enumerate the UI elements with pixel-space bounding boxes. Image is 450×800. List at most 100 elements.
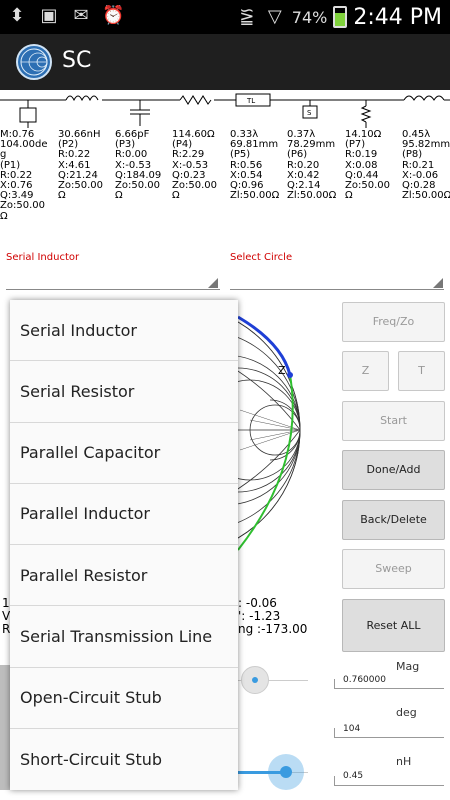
blue-trace	[237, 315, 292, 376]
deg-input-edge	[334, 728, 335, 738]
alarm-icon: ⏰	[102, 5, 125, 26]
param-line: Q:184.09	[115, 169, 162, 181]
deg-label: deg	[396, 706, 417, 719]
deg-input-underline	[334, 737, 444, 738]
dropdown-item-parallel-inductor[interactable]: Parallel Inductor	[10, 484, 238, 545]
dropdown-item-parallel-resistor[interactable]: Parallel Resistor	[10, 545, 238, 607]
capacitor-symbol	[130, 100, 150, 126]
param-line: X:0.42	[287, 169, 320, 181]
back-delete-button[interactable]: Back/Delete	[342, 500, 445, 540]
spinner-underline-2	[230, 289, 444, 290]
readout-left-3: R	[2, 622, 11, 636]
param-line: Zo:50.00	[58, 180, 103, 192]
upper-slider-track[interactable]	[238, 680, 308, 681]
lower-slider-fill	[238, 771, 287, 774]
param-line: (P6)	[287, 149, 308, 161]
circuit-strip: TL S	[0, 93, 450, 128]
start-button[interactable]: Start	[342, 401, 445, 441]
green-trace	[237, 374, 294, 551]
param-line: g	[0, 149, 7, 161]
sweep-button[interactable]: Sweep	[342, 549, 445, 589]
param-line: Q:0.44	[345, 169, 379, 181]
component-type-spinner-label[interactable]: Serial Inductor	[6, 252, 80, 263]
mag-input-edge	[334, 679, 335, 689]
param-line: 0.33λ	[230, 129, 259, 140]
tl-label: TL	[246, 97, 255, 105]
param-line: Zl:50.00Ω	[287, 190, 337, 202]
param-line: X:-0.53	[172, 159, 209, 171]
done-add-button[interactable]: Done/Add	[342, 450, 445, 490]
param-line: X:0.08	[345, 159, 378, 171]
param-line: R:0.21	[402, 159, 435, 171]
nh-input-edge	[334, 776, 335, 786]
mag-input[interactable]: 0.760000	[343, 675, 386, 685]
clock: 2:44 PM	[353, 4, 442, 30]
stub-symbol: S	[302, 100, 318, 119]
freq-zo-button[interactable]: Freq/Zo	[342, 302, 445, 342]
param-line: Q:21.24	[58, 169, 98, 181]
dropdown-item-serial-inductor[interactable]: Serial Inductor	[10, 300, 238, 362]
param-line: X:-0.53	[115, 159, 152, 171]
param-line: Ω	[172, 190, 180, 202]
system-icons: ⪠ ▽ 74% 2:44 PM	[236, 0, 442, 34]
inductor-symbol	[65, 95, 102, 104]
param-line: Ω	[345, 190, 353, 202]
param-line: 78.29mm	[287, 139, 336, 151]
param-line: 69.81mm	[230, 139, 279, 151]
param-line: (P7)	[345, 139, 366, 151]
param-line: 114.60Ω	[172, 129, 215, 140]
param-line: X:0.54	[230, 169, 263, 181]
param-line: X:-0.06	[402, 169, 439, 181]
param-line: R:2.29	[172, 149, 205, 161]
param-line: Zo:50.00	[172, 180, 217, 192]
reset-all-button[interactable]: Reset ALL	[342, 599, 445, 652]
stub-label: S	[307, 109, 312, 117]
transmission-line-symbol: TL	[235, 93, 271, 107]
t-button[interactable]: T	[398, 351, 445, 391]
param-line: (P3)	[115, 139, 136, 151]
param-line: X:0.76	[0, 180, 33, 192]
spinner-arrow-icon-2[interactable]	[433, 278, 443, 288]
param-line: R:0.22	[58, 149, 91, 161]
battery-percent: 74%	[291, 7, 328, 27]
smith-chart-app-icon[interactable]	[16, 44, 52, 80]
param-line: R:0.19	[345, 149, 378, 161]
dropdown-item-open-circuit-stub[interactable]: Open-Circuit Stub	[10, 668, 238, 729]
param-line: 14.10Ω	[345, 129, 382, 140]
dropdown-item-serial-transmission-line[interactable]: Serial Transmission Line	[10, 606, 238, 668]
param-line: (P2)	[58, 139, 79, 151]
spinner-arrow-icon[interactable]	[208, 278, 218, 288]
param-line: Ω	[58, 190, 66, 202]
deg-input[interactable]: 104	[343, 724, 361, 734]
dropdown-item-parallel-capacitor[interactable]: Parallel Capacitor	[10, 423, 238, 484]
impedance-marker[interactable]	[287, 372, 293, 378]
mag-input-underline	[334, 688, 444, 689]
param-line: 0.37λ	[287, 129, 316, 140]
param-line: Zo:50.00	[345, 180, 390, 192]
param-line: M:0.76	[0, 129, 35, 140]
dropdown-item-short-circuit-stub[interactable]: Short-Circuit Stub	[20, 749, 163, 769]
lower-slider-thumb[interactable]	[268, 754, 305, 790]
upper-slider-thumb[interactable]	[240, 666, 269, 694]
readout-right-2: ': -1.23	[238, 609, 281, 623]
circle-select-spinner-label[interactable]: Select Circle	[230, 252, 293, 263]
inductor-symbol-2	[403, 95, 445, 104]
resistor-symbol	[179, 95, 214, 105]
param-line: R:0.56	[230, 159, 263, 171]
param-line: 6.66pF	[115, 129, 150, 140]
wifi-icon: ▽	[267, 6, 282, 27]
dropdown-item-serial-resistor[interactable]: Serial Resistor	[10, 361, 238, 423]
z-button[interactable]: Z	[342, 351, 389, 391]
nh-input[interactable]: 0.45	[343, 771, 364, 781]
readout-right-3: ng :-173.00	[238, 622, 308, 636]
